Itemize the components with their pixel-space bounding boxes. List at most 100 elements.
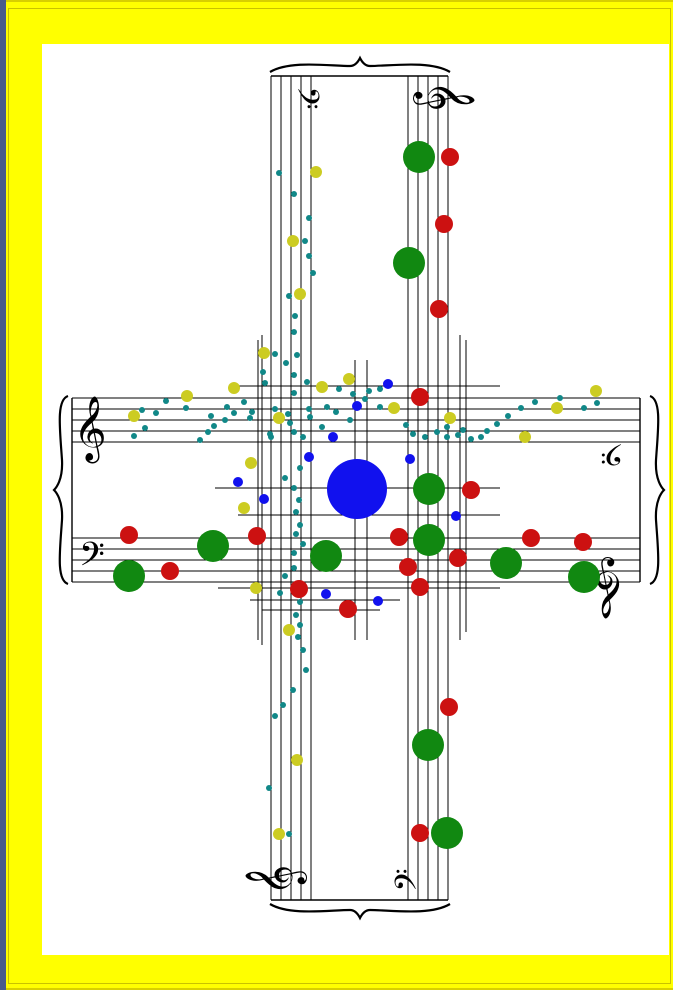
teal-note-dot	[494, 421, 500, 427]
teal-note-dot	[297, 522, 303, 528]
yellow-note-dot	[590, 385, 602, 397]
red-note-dot	[574, 533, 592, 551]
teal-note-dot	[336, 386, 342, 392]
green-note-dot	[413, 524, 445, 556]
teal-note-dot	[297, 599, 303, 605]
teal-note-dot	[211, 423, 217, 429]
blue-note-dot	[373, 596, 383, 606]
teal-note-dot	[142, 425, 148, 431]
teal-note-dot	[153, 410, 159, 416]
green-note-dot	[413, 473, 445, 505]
brace-icon	[269, 903, 451, 921]
teal-note-dot	[262, 380, 268, 386]
teal-note-dot	[272, 406, 278, 412]
yellow-note-dot	[551, 402, 563, 414]
teal-note-dot	[306, 253, 312, 259]
teal-note-dot	[291, 550, 297, 556]
bass-clef-icon: 𝄢	[390, 868, 431, 891]
teal-note-dot	[291, 372, 297, 378]
red-note-dot	[399, 558, 417, 576]
teal-note-dot	[300, 647, 306, 653]
left-edge-strip	[0, 0, 6, 990]
yellow-note-dot	[310, 166, 322, 178]
green-note-dot	[431, 817, 463, 849]
teal-note-dot	[293, 612, 299, 618]
teal-note-dot	[478, 434, 484, 440]
yellow-note-dot	[250, 582, 262, 594]
red-note-dot	[435, 215, 453, 233]
yellow-note-dot	[444, 412, 456, 424]
teal-note-dot	[484, 428, 490, 434]
teal-note-dot	[403, 422, 409, 428]
blue-note-dot	[328, 432, 338, 442]
teal-note-dot	[286, 831, 292, 837]
red-note-dot	[440, 698, 458, 716]
teal-note-dot	[287, 420, 293, 426]
red-note-dot	[390, 528, 408, 546]
teal-note-dot	[283, 360, 289, 366]
teal-note-dot	[422, 434, 428, 440]
teal-note-dot	[290, 687, 296, 693]
teal-note-dot	[347, 417, 353, 423]
teal-note-dot	[455, 432, 461, 438]
teal-note-dot	[460, 427, 466, 433]
clef-icons: 𝄞𝄢𝄞𝄢𝄞𝄢𝄞𝄢	[73, 81, 625, 896]
teal-note-dot	[532, 399, 538, 405]
treble-clef-icon: 𝄞	[595, 557, 626, 619]
blue-note-dot	[383, 379, 393, 389]
brace-icons	[52, 55, 666, 921]
yellow-note-dot	[287, 235, 299, 247]
teal-note-dot	[282, 573, 288, 579]
teal-note-dot	[306, 406, 312, 412]
blue-note-dot	[327, 459, 387, 519]
teal-note-dot	[310, 270, 316, 276]
yellow-note-dot	[519, 431, 531, 443]
yellow-note-dot	[258, 347, 270, 359]
yellow-note-dot	[128, 410, 140, 422]
brace-icon	[52, 394, 69, 586]
red-note-dot	[449, 549, 467, 567]
teal-note-dot	[296, 497, 302, 503]
teal-note-dot	[468, 436, 474, 442]
teal-note-dot	[294, 352, 300, 358]
blue-note-dot	[405, 454, 415, 464]
teal-note-dot	[302, 238, 308, 244]
green-note-dot	[393, 247, 425, 279]
teal-note-dot	[291, 429, 297, 435]
teal-note-dot	[410, 431, 416, 437]
teal-note-dot	[291, 485, 297, 491]
red-note-dot	[248, 527, 266, 545]
teal-note-dot	[291, 565, 297, 571]
blue-note-dot	[259, 494, 269, 504]
yellow-note-dot	[245, 457, 257, 469]
yellow-note-dot	[291, 754, 303, 766]
teal-note-dot	[518, 405, 524, 411]
teal-note-dot	[350, 391, 356, 397]
green-note-dot	[412, 729, 444, 761]
red-note-dot	[430, 300, 448, 318]
inner-border	[8, 8, 671, 984]
teal-note-dot	[247, 415, 253, 421]
teal-note-dot	[293, 509, 299, 515]
teal-note-dot	[297, 622, 303, 628]
green-note-dot	[197, 530, 229, 562]
blue-note-dot	[304, 452, 314, 462]
teal-note-dot	[249, 409, 255, 415]
teal-note-dot	[304, 379, 310, 385]
teal-note-dot	[505, 413, 511, 419]
yellow-note-dot	[316, 381, 328, 393]
teal-note-dot	[272, 713, 278, 719]
teal-note-dot	[444, 424, 450, 430]
teal-note-dot	[307, 414, 313, 420]
red-note-dot	[290, 580, 308, 598]
treble-clef-icon: 𝄞	[245, 865, 307, 896]
bass-clef-icon: 𝄢	[283, 86, 324, 109]
teal-note-dot	[266, 785, 272, 791]
teal-note-dot	[300, 434, 306, 440]
red-note-dot	[441, 148, 459, 166]
teal-note-dot	[139, 407, 145, 413]
teal-note-dot	[291, 329, 297, 335]
red-note-dot	[161, 562, 179, 580]
yellow-note-dot	[273, 412, 285, 424]
